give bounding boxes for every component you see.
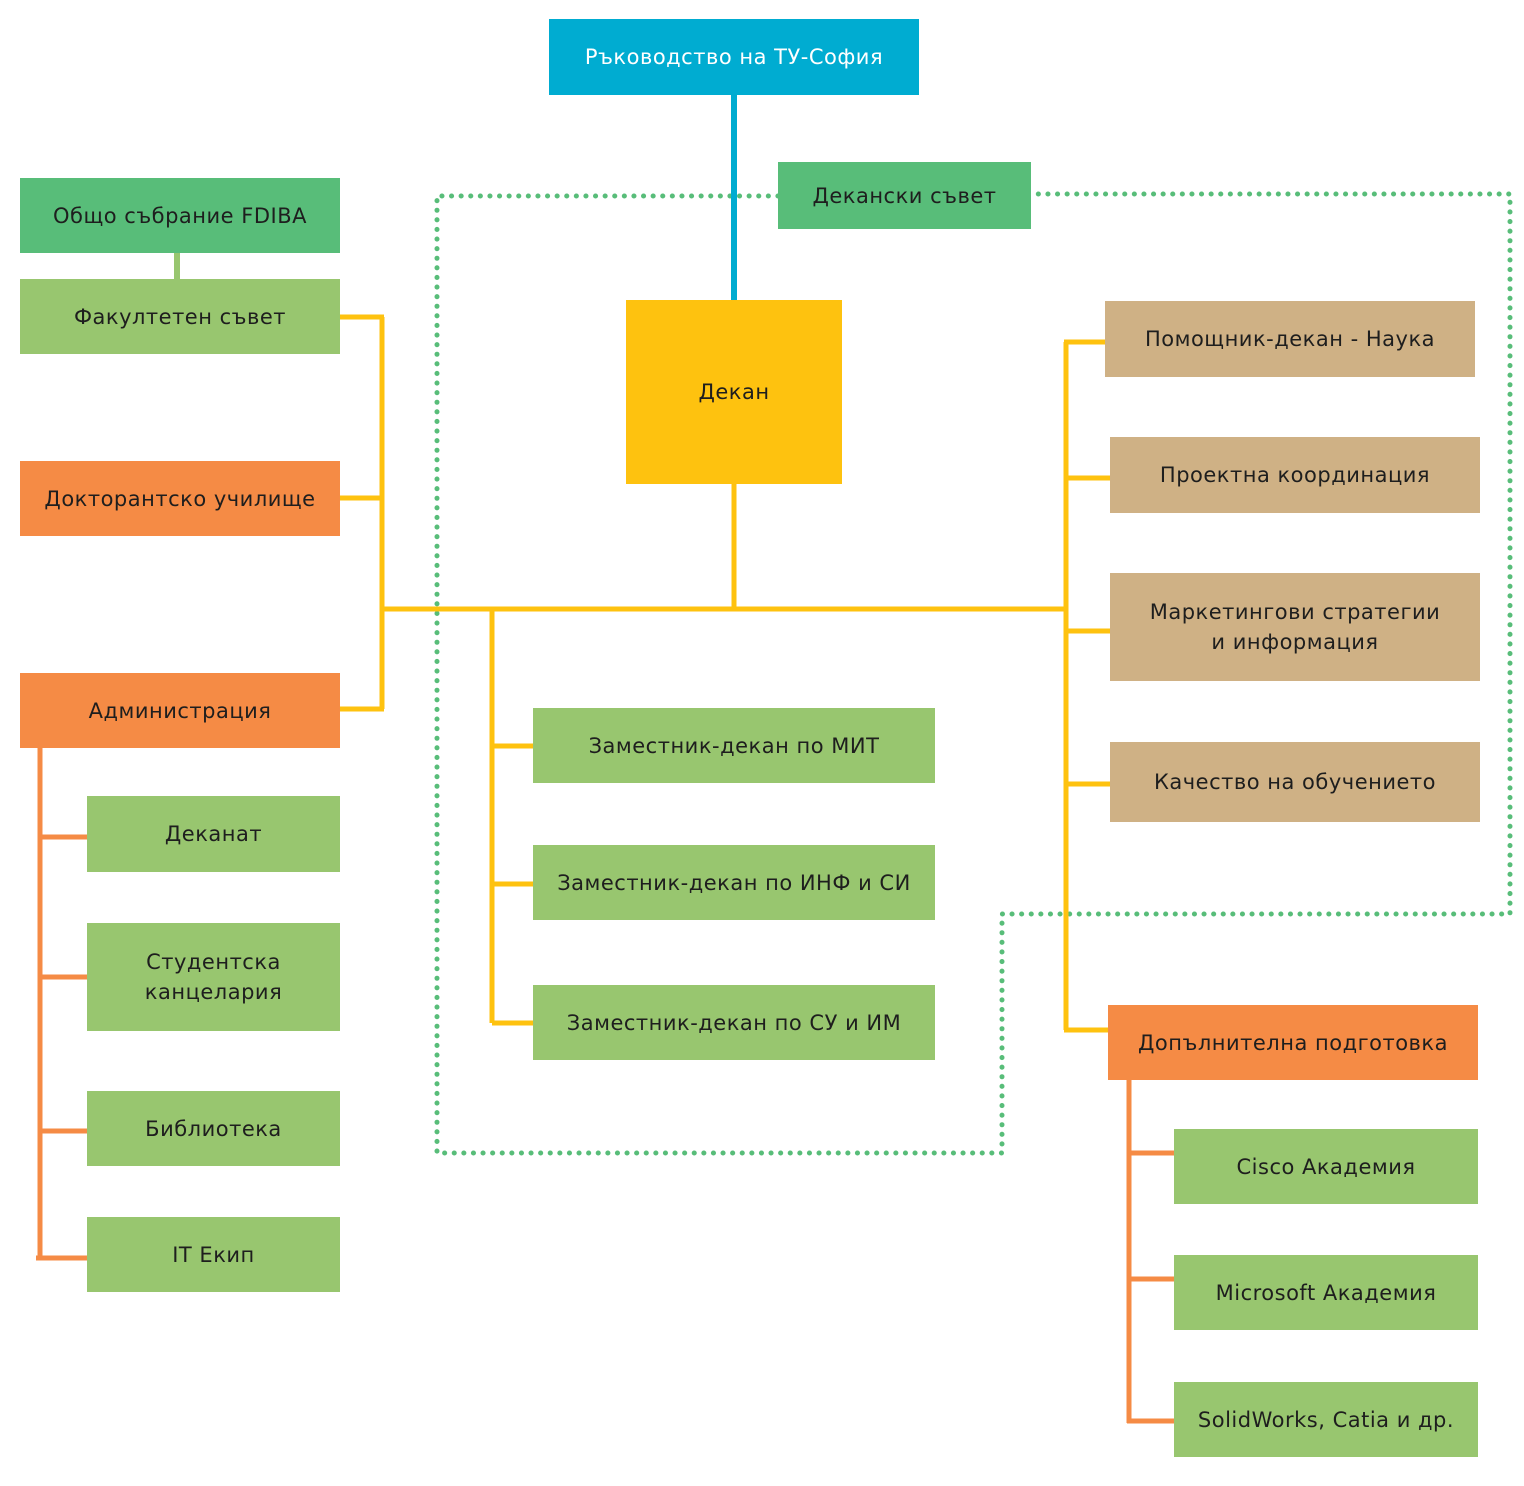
assistant-dean-science-node: Помощник-декан - Наука <box>1105 301 1475 377</box>
administration-node: Администрация <box>20 673 340 748</box>
quality-node: Качество на обучението <box>1110 742 1480 822</box>
extra-training-branch-lines <box>1126 1080 1174 1424</box>
solidworks-node: SolidWorks, Catia и др. <box>1174 1382 1478 1457</box>
dean-branch-lines <box>340 314 1110 1033</box>
vice-dean-su-node: Заместник-декан по СУ и ИМ <box>533 985 935 1060</box>
microsoft-academy-node: Microsoft Академия <box>1174 1255 1478 1330</box>
vice-dean-mit-node: Заместник-декан по МИТ <box>533 708 935 783</box>
student-office-node: Студентска канцелария <box>87 923 340 1031</box>
administration-branch-lines <box>36 748 87 1261</box>
project-coordination-node: Проектна координация <box>1110 437 1480 513</box>
doctoral-school-node: Докторантско училище <box>20 461 340 536</box>
deanery-node: Деканат <box>87 796 340 872</box>
cisco-academy-node: Cisco Академия <box>1174 1129 1478 1204</box>
general-assembly-node: Общо събрание FDIBA <box>20 178 340 253</box>
library-node: Библиотека <box>87 1091 340 1166</box>
deans-board-node: Декански съвет <box>778 162 1031 229</box>
dean-node: Декан <box>626 300 842 484</box>
vice-dean-inf-node: Заместник-декан по ИНФ и СИ <box>533 845 935 920</box>
marketing-node: Маркетингови стратегии и информация <box>1110 573 1480 681</box>
deans-board-boundary <box>434 191 1513 1156</box>
it-team-node: IT Екип <box>87 1217 340 1292</box>
tu-sofia-management-node: Ръководство на ТУ-София <box>549 19 919 95</box>
faculty-council-node: Факултетен съвет <box>20 279 340 354</box>
extra-training-node: Допълнителна подготовка <box>1108 1005 1478 1080</box>
